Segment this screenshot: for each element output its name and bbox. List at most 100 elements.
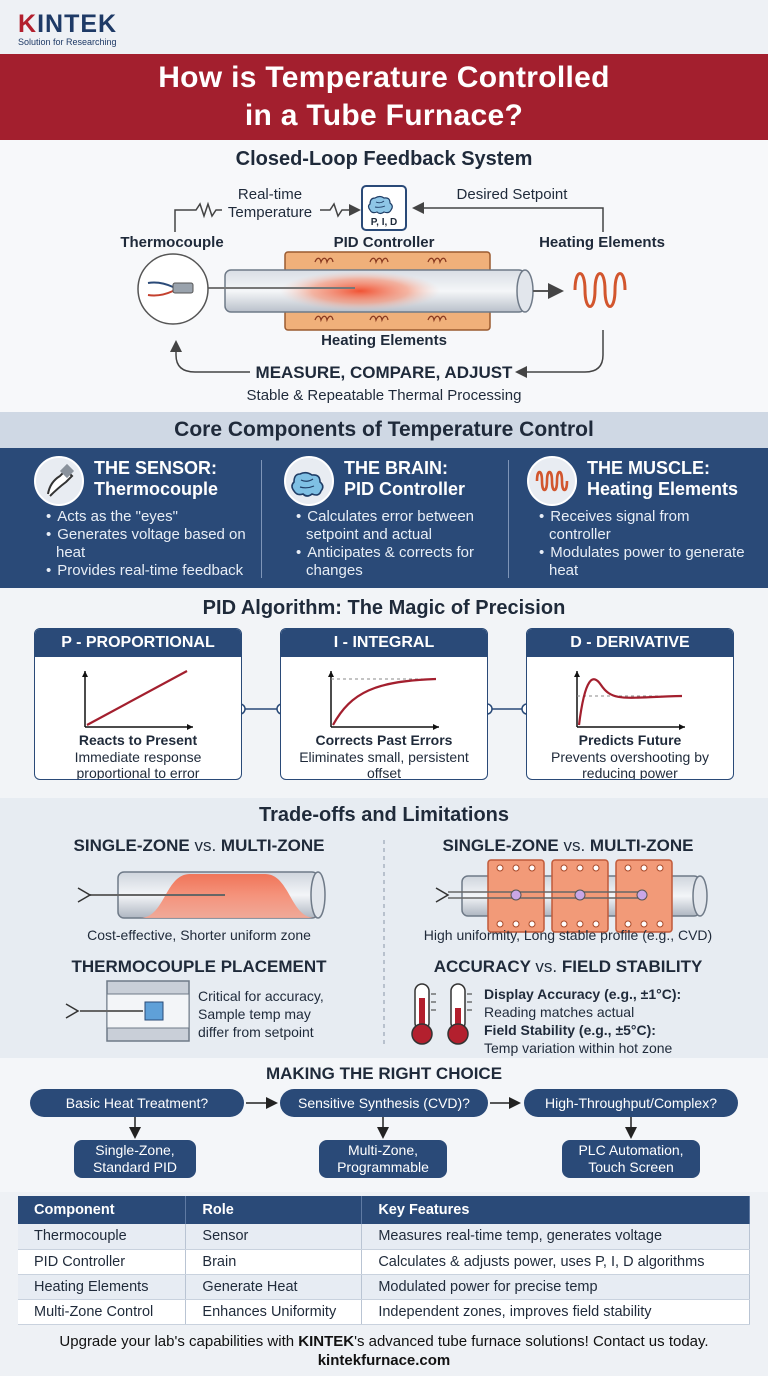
signal-wave bbox=[174, 201, 222, 232]
title-line-1: How is Temperature Controlled bbox=[158, 61, 610, 94]
pid-card-header: P - PROPORTIONAL bbox=[35, 629, 241, 657]
tube-end bbox=[516, 269, 534, 313]
pid-controller-label: PID Controller bbox=[334, 234, 435, 251]
table-cell: Thermocouple bbox=[18, 1224, 187, 1250]
core-components-title: Core Components of Temperature Control bbox=[174, 418, 594, 441]
heating-coil-icon bbox=[527, 456, 577, 506]
realtime-label-2: Temperature bbox=[228, 204, 312, 221]
derivative-graph bbox=[574, 671, 685, 730]
list-item: Calculates error between setpoint and ac… bbox=[296, 508, 504, 544]
pid-section: PID Algorithm: The Magic of Precision P … bbox=[0, 588, 768, 798]
logo-tagline: Solution for Researching bbox=[18, 37, 117, 47]
table-header-row: Component Role Key Features bbox=[18, 1196, 750, 1224]
display-accuracy-desc: Reading matches actual bbox=[484, 1004, 635, 1020]
table-cell: Brain bbox=[185, 1249, 363, 1275]
table-row: PID Controller Brain Calculates & adjust… bbox=[18, 1249, 750, 1275]
table-header: Role bbox=[185, 1196, 363, 1224]
thermometer-icon bbox=[411, 983, 436, 1045]
single-zone-caption: Cost-effective, Shorter uniform zone bbox=[87, 927, 311, 943]
core-brain-column: THE BRAIN:PID Controller Calculates erro… bbox=[284, 448, 504, 588]
table-cell: Multi-Zone Control bbox=[18, 1299, 187, 1325]
thermometer-icon bbox=[447, 983, 472, 1045]
muscle-bullets: Receives signal from controller Modulate… bbox=[539, 508, 753, 580]
coil-windings bbox=[314, 257, 447, 323]
column-divider bbox=[261, 460, 262, 578]
brain-icon bbox=[284, 456, 334, 506]
choice-arrows bbox=[129, 1097, 637, 1139]
answer-single-zone: Single-Zone,Standard PID bbox=[74, 1140, 196, 1178]
summary-table: Component Role Key Features Thermocouple… bbox=[18, 1196, 750, 1325]
core-components-title-bar: Core Components of Temperature Control bbox=[0, 412, 768, 448]
return-arrow-right bbox=[515, 330, 604, 378]
heating-elements-bottom-label: Heating Elements bbox=[321, 332, 447, 349]
pid-card-caption: Eliminates small, persistent offset bbox=[299, 749, 469, 780]
brain-bullets: Calculates error between setpoint and ac… bbox=[296, 508, 504, 580]
pid-card-proportional: P - PROPORTIONAL Reacts to Present Immed… bbox=[34, 628, 242, 780]
list-item: Modulates power to generate heat bbox=[539, 544, 753, 580]
table-row: Thermocouple Sensor Measures real-time t… bbox=[18, 1224, 750, 1250]
realtime-label-1: Real-time bbox=[238, 186, 302, 203]
table-cell: Heating Elements bbox=[18, 1274, 187, 1300]
table-row: Multi-Zone Control Enhances Uniformity I… bbox=[18, 1299, 750, 1325]
table-cell: PID Controller bbox=[18, 1249, 187, 1275]
pid-card-derivative: D - DERIVATIVE Predicts Future Prevents … bbox=[526, 628, 734, 780]
list-item: Provides real-time feedback bbox=[46, 562, 254, 580]
closed-loop-title: Closed-Loop Feedback System bbox=[235, 148, 533, 170]
display-accuracy-label: Display Accuracy (e.g., ±1°C): bbox=[484, 986, 682, 1002]
brain-title: THE BRAIN:PID Controller bbox=[344, 458, 466, 499]
title-banner: How is Temperature Controlled in a Tube … bbox=[0, 54, 768, 140]
logo-brand: KINTEK bbox=[18, 10, 118, 38]
list-item: Generates voltage based on heat bbox=[46, 526, 254, 562]
multi-zone-tube bbox=[435, 859, 708, 933]
brain-icon bbox=[367, 195, 393, 215]
table-cell: Enhances Uniformity bbox=[185, 1299, 363, 1325]
list-item: Acts as the "eyes" bbox=[46, 508, 254, 526]
hot-zone bbox=[280, 271, 440, 311]
choice-section: MAKING THE RIGHT CHOICE Basic Heat Treat… bbox=[0, 1058, 768, 1192]
measure-compare-adjust: MEASURE, COMPARE, ADJUST bbox=[256, 363, 514, 382]
footer-url[interactable]: kintekfurnace.com bbox=[317, 1352, 451, 1369]
realtime-arrow bbox=[320, 202, 361, 218]
question-high-throughput: High-Throughput/Complex? bbox=[524, 1089, 738, 1117]
closed-loop-diagram: P, I, D Real-time Temperature Desired Se… bbox=[120, 185, 665, 404]
question-sensitive-synthesis: Sensitive Synthesis (CVD)? bbox=[280, 1089, 488, 1117]
table-cell: Calculates & adjusts power, uses P, I, D… bbox=[361, 1249, 750, 1275]
table-cell: Generate Heat bbox=[185, 1274, 363, 1300]
pid-card-caption-bold: Corrects Past Errors bbox=[315, 732, 453, 748]
page-title: How is Temperature Controlled in a Tube … bbox=[158, 59, 610, 135]
integral-graph bbox=[328, 671, 439, 730]
table-row: Heating Elements Generate Heat Modulated… bbox=[18, 1274, 750, 1300]
pid-card-caption-bold: Predicts Future bbox=[578, 732, 682, 748]
muscle-title: THE MUSCLE:Heating Elements bbox=[587, 458, 739, 499]
stable-processing-text: Stable & Repeatable Thermal Processing bbox=[247, 387, 522, 404]
thermocouple-placement-diagram bbox=[65, 980, 190, 1042]
thermocouple-probe-icon bbox=[147, 281, 194, 297]
tradeoffs-section: Trade-offs and Limitations bbox=[0, 798, 768, 1058]
footer-cta: Upgrade your lab's capabilities with KIN… bbox=[59, 1333, 709, 1350]
single-vs-multi-right-heading: SINGLE-ZONE vs. MULTI-ZONE bbox=[442, 836, 694, 855]
answer-plc-automation: PLC Automation,Touch Screen bbox=[562, 1140, 700, 1178]
pid-card-caption: Immediate response proportional to error bbox=[74, 749, 202, 780]
table-cell: Sensor bbox=[185, 1224, 363, 1250]
thermocouple-label: Thermocouple bbox=[120, 234, 223, 251]
placement-heading: THERMOCOUPLE PLACEMENT bbox=[71, 957, 327, 976]
core-components-section: THE SENSOR:Thermocouple Acts as the "eye… bbox=[0, 448, 768, 588]
tradeoffs-diagrams bbox=[65, 840, 708, 1048]
proportional-graph bbox=[82, 670, 193, 730]
table-header: Key Features bbox=[361, 1196, 750, 1224]
pid-card-caption: Prevents overshooting by reducing power bbox=[551, 749, 709, 780]
title-line-2: in a Tube Furnace? bbox=[244, 99, 524, 132]
tradeoffs-title: Trade-offs and Limitations bbox=[258, 804, 510, 826]
accuracy-heading: ACCURACY vs. FIELD STABILITY bbox=[433, 957, 703, 976]
closed-loop-section: Closed-Loop Feedback System P, I, D Real… bbox=[0, 140, 768, 412]
pid-chip-label: P, I, D bbox=[371, 217, 398, 228]
accuracy-text: Display Accuracy (e.g., ±1°C): Reading m… bbox=[484, 985, 754, 1057]
logo-brand-rest: INTEK bbox=[37, 10, 118, 38]
pid-card-integral: I - INTEGRAL Corrects Past Errors Elimin… bbox=[280, 628, 488, 780]
field-stability-label: Field Stability (e.g., ±5°C): bbox=[484, 1022, 656, 1038]
table-cell: Measures real-time temp, generates volta… bbox=[361, 1224, 750, 1250]
logo: KINTEK Solution for Researching bbox=[18, 10, 117, 47]
column-divider bbox=[508, 460, 509, 578]
sensor-title: THE SENSOR:Thermocouple bbox=[94, 458, 219, 499]
